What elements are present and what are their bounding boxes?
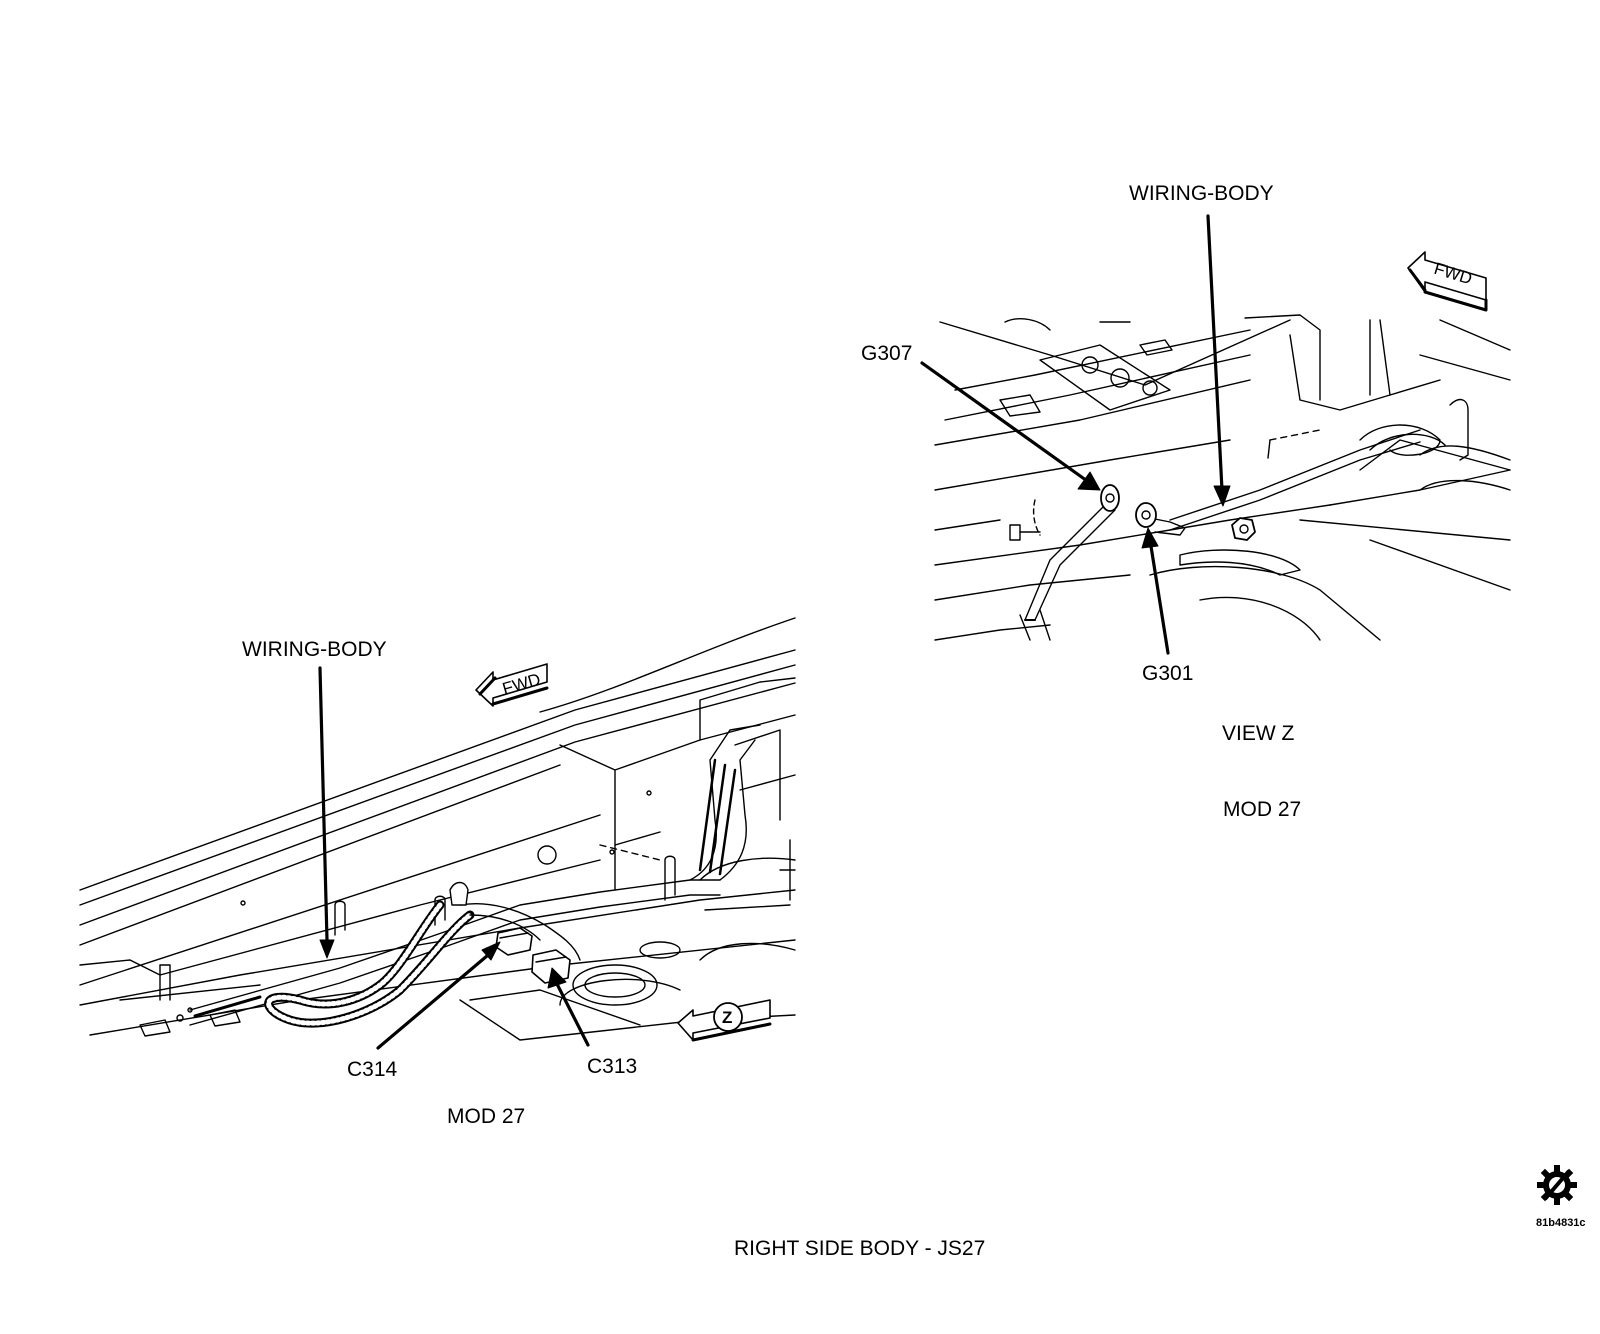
- ground-g301-label: G301: [1142, 662, 1194, 685]
- left-z-marker-label: Z: [722, 1008, 732, 1027]
- figure-id: 81b4831c: [1536, 1217, 1586, 1229]
- left-mod-label: MOD 27: [447, 1105, 526, 1128]
- left-view-fwd-arrow: [475, 663, 549, 707]
- left-wiring-body-label: WIRING-BODY: [242, 638, 387, 661]
- right-view-body-structure: [934, 314, 1511, 641]
- figure-caption: RIGHT SIDE BODY - JS27: [734, 1237, 986, 1260]
- connector-c313-label: C313: [587, 1055, 638, 1078]
- left-view-connectors: [449, 881, 571, 984]
- gear-slash-icon: [1537, 1165, 1577, 1205]
- right-wiring-body-label: WIRING-BODY: [1129, 182, 1274, 205]
- right-view-harness: [1024, 424, 1446, 621]
- right-view-fwd-arrow: [1407, 251, 1488, 312]
- left-view-harness: [189, 724, 761, 1028]
- left-view-z-arrow: [677, 999, 772, 1042]
- ground-g307-label: G307: [861, 342, 913, 365]
- right-mod-label: MOD 27: [1223, 798, 1302, 821]
- left-view-leaders: [318, 666, 590, 1050]
- right-view-leaders: [920, 214, 1231, 655]
- left-view-body-structure: [79, 617, 796, 1041]
- connector-c314-label: C314: [347, 1058, 398, 1081]
- view-z-label: VIEW Z: [1222, 722, 1295, 745]
